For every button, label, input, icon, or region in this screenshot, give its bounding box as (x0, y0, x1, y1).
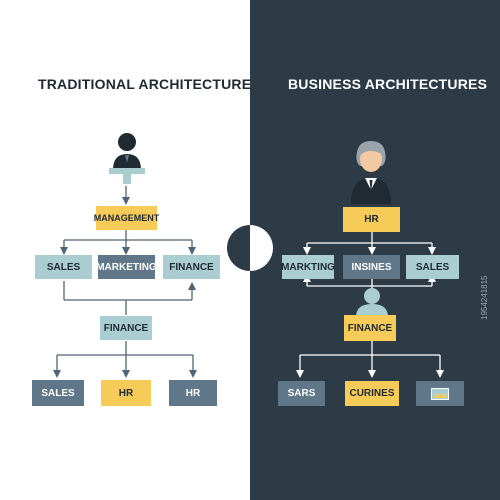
insines-box: INSINES (343, 255, 400, 279)
finance-central-box: FINANCE (100, 316, 152, 340)
traditional-title: TRADITIONAL ARCHITECTURE (38, 76, 252, 92)
vs-letter-v: V (239, 239, 250, 257)
markting-box: MARKTING (281, 255, 335, 279)
right-connectors (296, 232, 444, 378)
employee-icon (356, 288, 388, 317)
sales-box: SALES (35, 255, 92, 279)
marketing-box: MARKETING (96, 255, 157, 279)
stock-id-watermark: 1954241815 (480, 275, 489, 321)
management-box: MANAGEMENT (94, 206, 159, 230)
left-connectors (53, 186, 197, 378)
presenter-icon (109, 133, 145, 184)
hr-bottom-box: HR (101, 380, 151, 406)
sales-right-box: SALES (406, 255, 459, 279)
manager-icon (351, 141, 391, 204)
curines-box: CURINES (345, 381, 399, 406)
vs-letter-s: S (250, 239, 261, 257)
hr-top-box: HR (343, 207, 400, 232)
finance-box: FINANCE (163, 255, 220, 279)
finance-right-box: FINANCE (344, 315, 396, 341)
hr-bottom-box-2: HR (169, 380, 217, 406)
sars-box: SARS (278, 381, 325, 406)
business-title: BUSINESS ARCHITECTURES (288, 76, 488, 92)
image-box (416, 381, 464, 406)
sales-bottom-box: SALES (32, 380, 84, 406)
image-icon (431, 387, 449, 400)
vs-badge: VS (227, 225, 273, 271)
